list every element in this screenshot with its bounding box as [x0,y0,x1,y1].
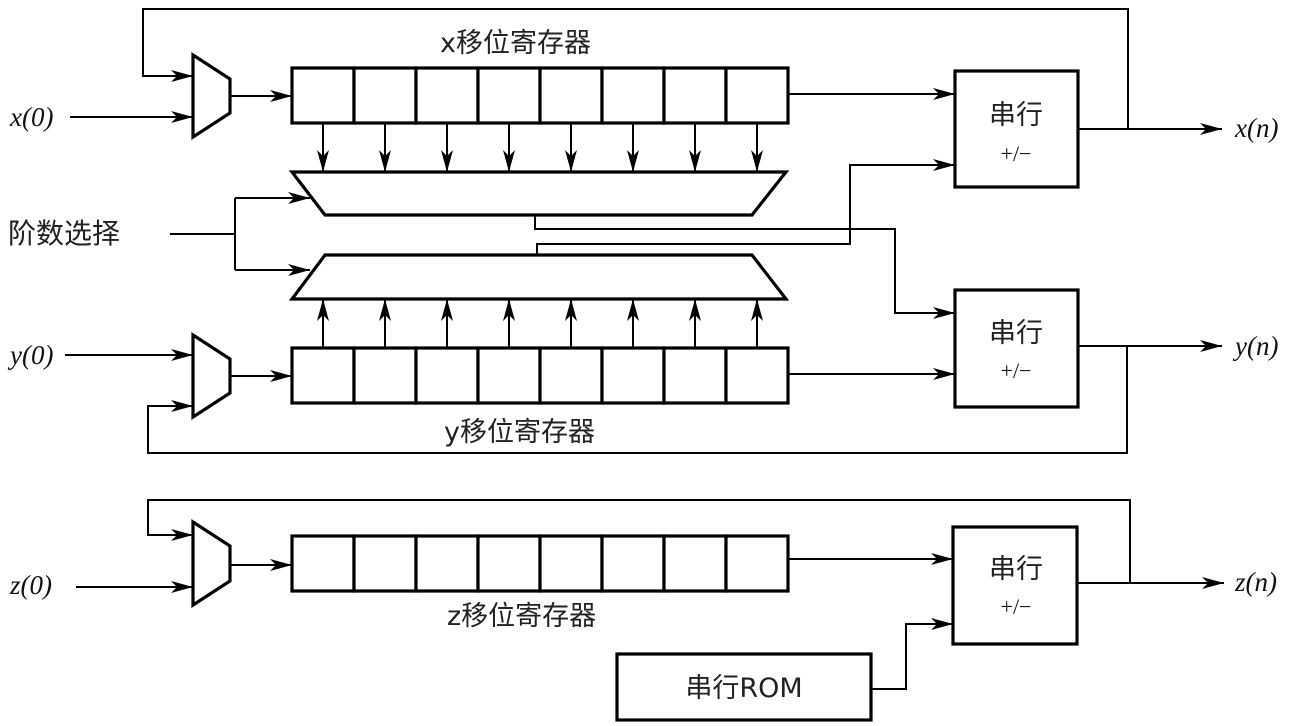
arrowhead-icon [171,111,193,123]
x-adder-label: 串行 [989,100,1043,131]
register-cell [476,534,542,593]
arrowhead-icon [317,299,329,321]
y-adder-label: 串行 [989,318,1043,349]
arrowhead-icon [171,400,193,412]
x-feedback-wire [142,8,1129,129]
register-cell [414,534,480,593]
register-cell [600,346,666,405]
blocks [191,52,1080,722]
register-cell [352,66,418,125]
y-serial-adder [953,288,1080,409]
rom-to-z-adder-wire [871,623,953,690]
y-adder-op: +/− [1001,358,1032,383]
z-adder-label: 串行 [989,554,1043,585]
labels: x(0) y(0) z(0) 阶数选择 x(n) y(n) z(n) x移位寄存… [7,28,1278,704]
x-register-label: x移位寄存器 [440,28,591,59]
register-cell [724,534,790,593]
register-cell [352,346,418,405]
arrowhead-icon [171,70,193,82]
register-cell [600,66,666,125]
arrowhead-icon [171,581,193,593]
arrowhead-icon [270,370,292,382]
rom-label: 串行ROM [685,673,802,704]
arrowhead-icon [689,299,701,321]
input-label-y: y(0) [7,340,53,370]
x-serial-adder [953,69,1080,189]
y-register-label: y移位寄存器 [444,417,595,448]
arrowhead-icon [931,618,953,630]
arrowhead-icon [1202,577,1224,589]
order-select-label: 阶数选择 [8,217,120,250]
arrowhead-icon [1200,123,1222,135]
z-feedback-wire [147,499,1131,583]
arrowhead-icon [627,150,639,172]
register-cell [290,346,356,405]
register-cell [662,346,728,405]
y-shift-register [290,346,790,405]
arrowhead-icon [171,529,193,541]
arrowhead-icon [288,192,310,204]
arrowhead-icon [565,299,577,321]
arrowhead-icon [1200,340,1222,352]
register-cell [724,346,790,405]
y-tap-selector [288,253,790,301]
arrowhead-icon [565,150,577,172]
arrowhead-icon [689,150,701,172]
z-serial-adder [951,525,1079,646]
register-cell [476,66,542,125]
arrowhead-icon [441,299,453,321]
register-cell [290,66,356,125]
arrowhead-icon [933,159,955,171]
input-label-z: z(0) [9,570,52,600]
arrowhead-icon [503,150,515,172]
arrowhead-icon [751,299,763,321]
y-feedback-wire [147,346,1128,454]
register-cell [414,346,480,405]
register-cell [476,346,542,405]
z-input-mux [191,519,232,608]
arrowhead-icon [379,150,391,172]
serial-rom [615,652,873,722]
arrowhead-icon [171,349,193,361]
x-tap-selector [288,170,790,217]
arrowhead-icon [933,368,955,380]
arrowhead-icon [270,559,292,571]
register-cell [538,66,604,125]
z-register-label: z移位寄存器 [447,601,596,632]
arrowhead-icon [270,90,292,102]
x-selector-to-y-adder-wire [534,215,955,314]
register-cell [290,534,356,593]
x-shift-register [290,66,790,125]
arrowhead-icon [627,299,639,321]
register-cell [414,66,480,125]
y-input-mux [191,332,232,420]
register-cell [662,534,728,593]
register-cell [538,346,604,405]
register-cell [600,534,666,593]
wires [65,8,1224,690]
arrowhead-icon [503,299,515,321]
output-label-z: z(n) [1234,567,1277,597]
register-cell [724,66,790,125]
register-cell [352,534,418,593]
arrowhead-icon [751,150,763,172]
output-label-y: y(n) [1232,331,1278,361]
arrowhead-icon [933,307,955,319]
input-label-x: x(0) [9,102,53,132]
x-input-mux [191,52,232,140]
z-adder-op: +/− [1001,594,1032,619]
x-adder-op: +/− [1001,141,1032,166]
output-label-x: x(n) [1234,113,1278,143]
arrowhead-icon [379,299,391,321]
register-cell [538,534,604,593]
register-cell [662,66,728,125]
arrowhead-icon [931,553,953,565]
arrowhead-icon [288,264,310,276]
arrowhead-icon [441,150,453,172]
y-selector-to-x-adder-wire [536,164,955,255]
arrowhead-icon [317,150,329,172]
z-shift-register [290,534,790,593]
arrowhead-icon [933,88,955,100]
